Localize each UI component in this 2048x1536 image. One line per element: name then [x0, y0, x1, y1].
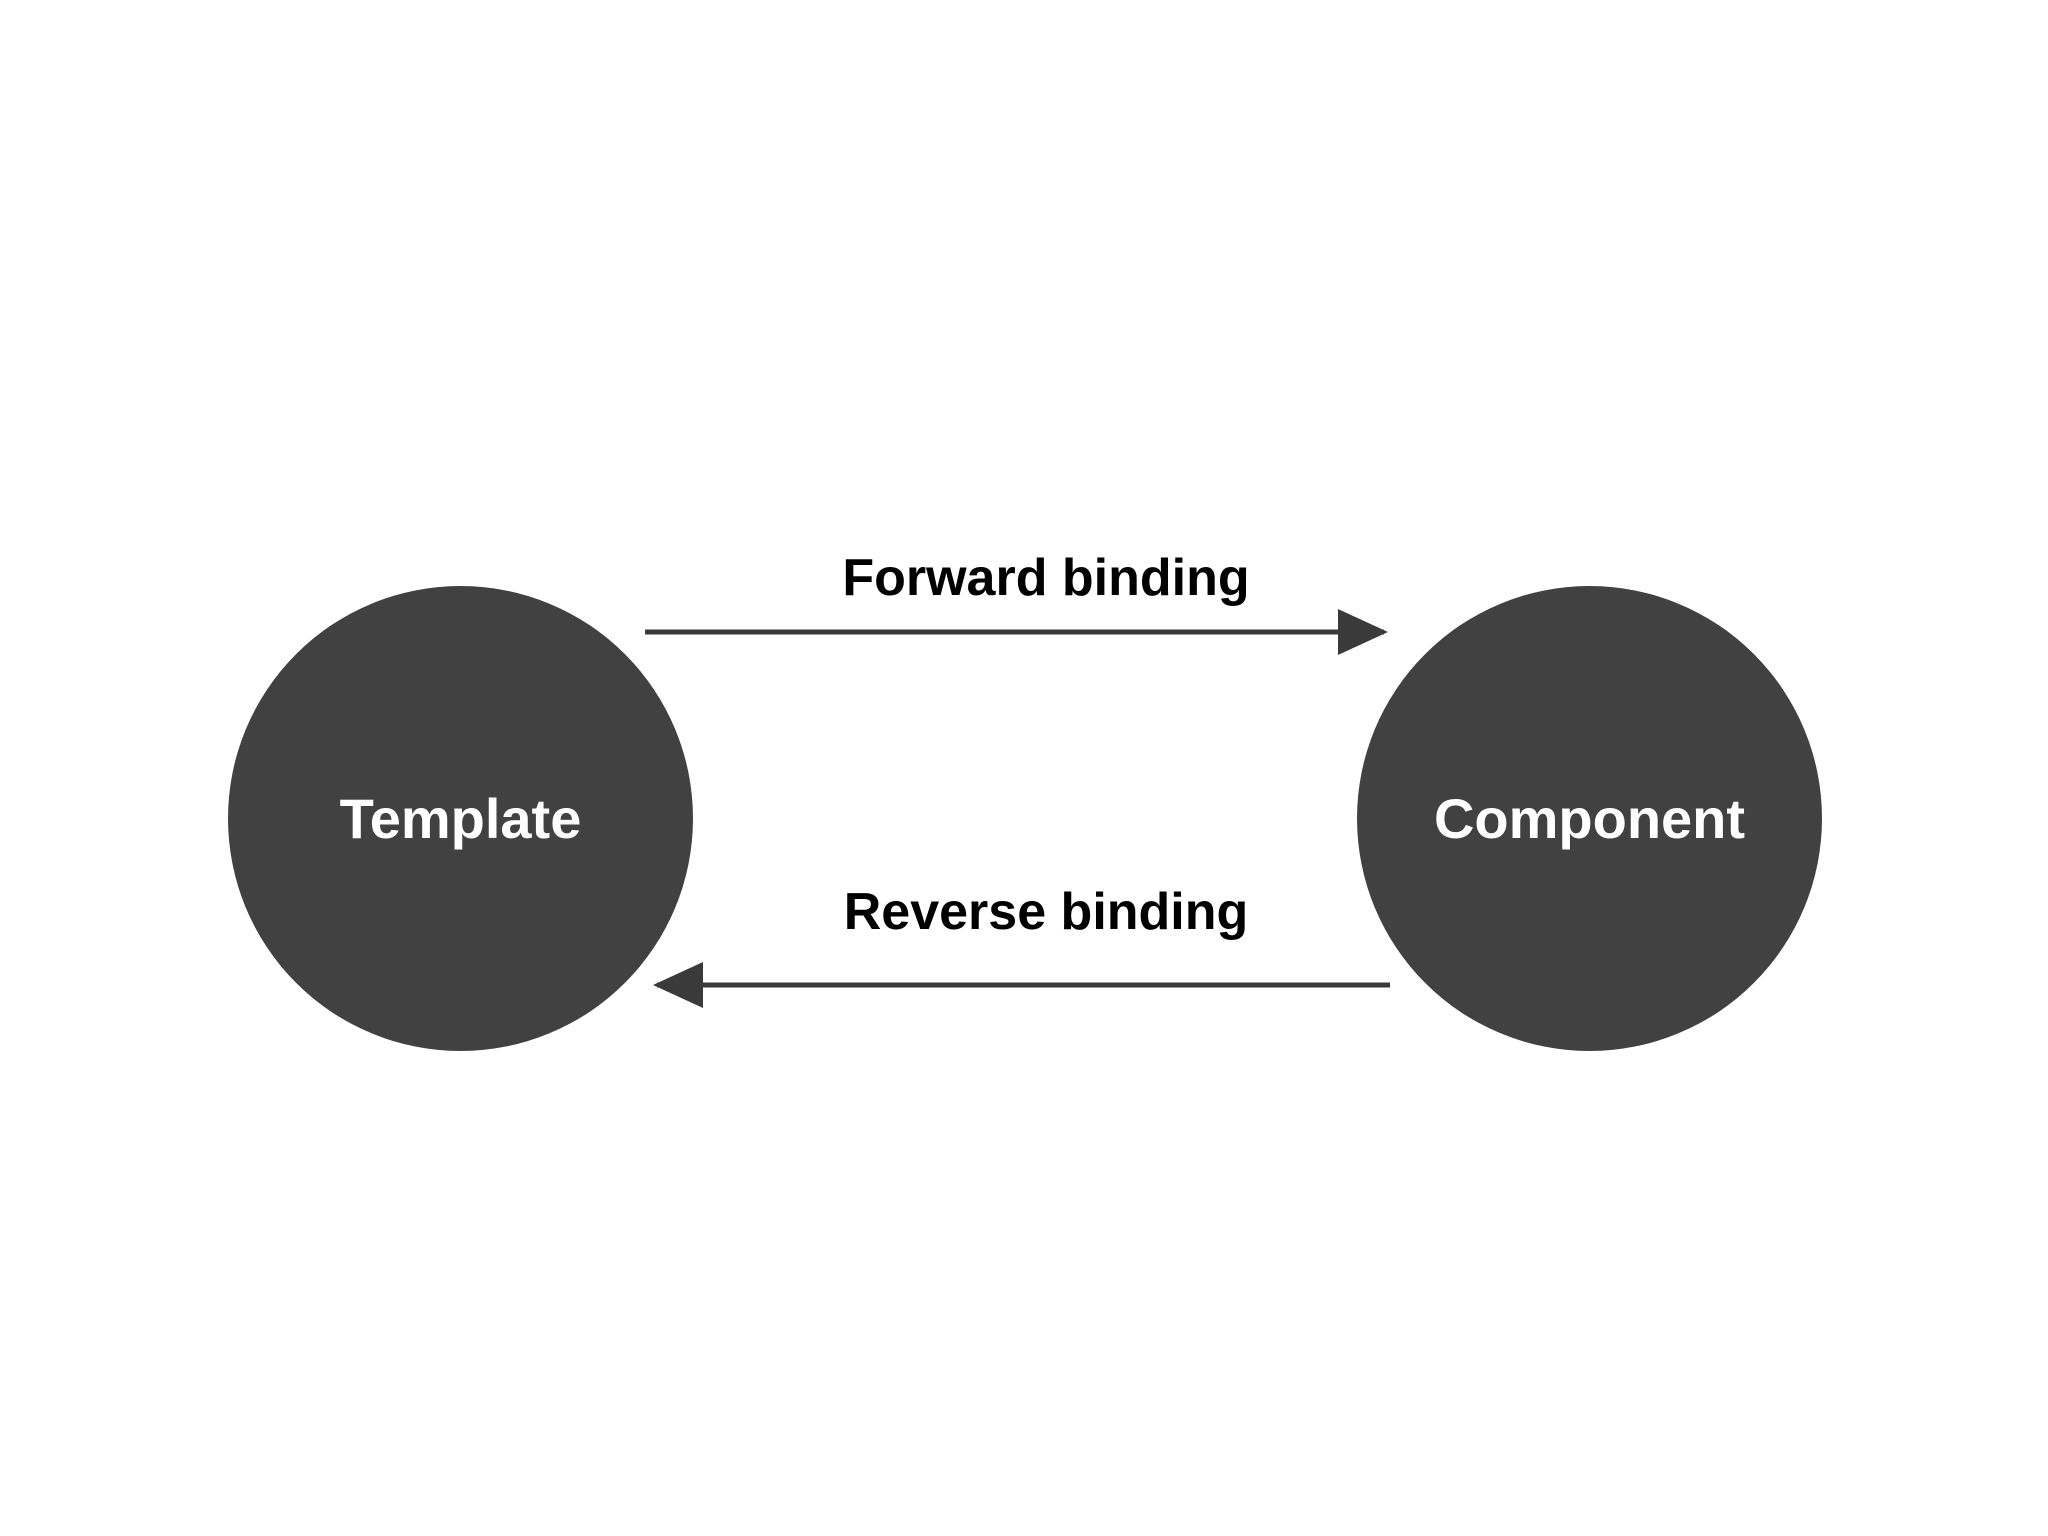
- node-component[interactable]: Component: [1357, 586, 1822, 1051]
- reverse-binding-label: Reverse binding: [843, 883, 1249, 941]
- node-template[interactable]: Template: [228, 586, 693, 1051]
- node-component-label: Component: [1433, 786, 1746, 850]
- forward-binding-label: Forward binding: [842, 549, 1250, 607]
- node-template-label: Template: [339, 786, 582, 850]
